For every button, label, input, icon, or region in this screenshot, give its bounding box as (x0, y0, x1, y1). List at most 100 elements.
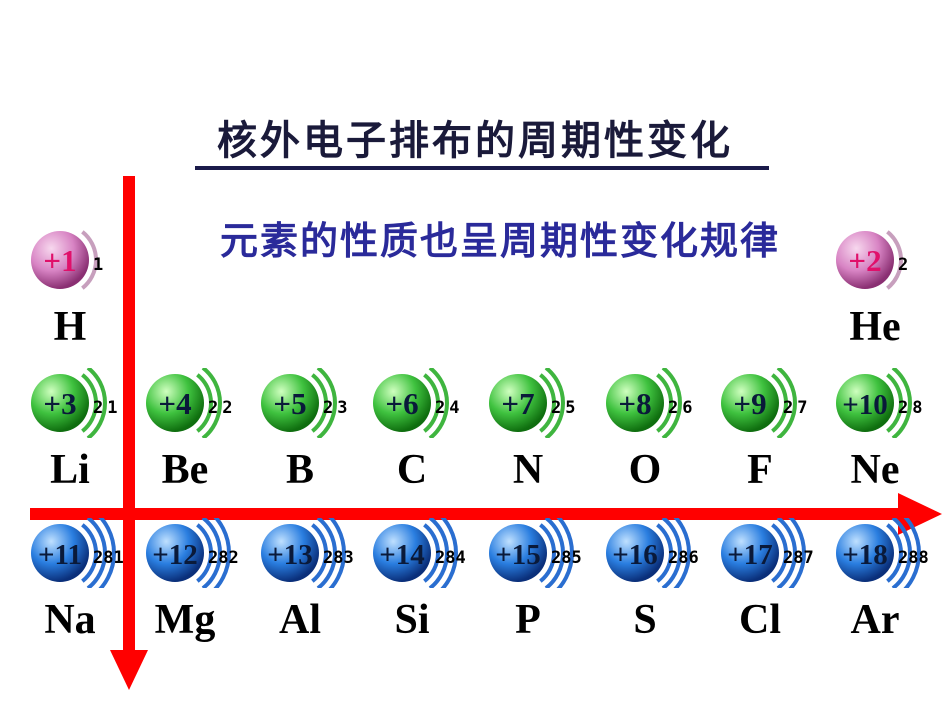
nuclear-charge: +12 (152, 539, 198, 571)
nuclear-charge: +9 (733, 386, 766, 421)
electron-shell-arc (556, 518, 574, 588)
atom-diagram: +4 22 (146, 368, 236, 438)
nuclear-charge: +14 (379, 539, 425, 571)
electron-shell-arc (539, 373, 556, 433)
electron-shell-arc (213, 518, 231, 588)
electron-counts: 26 (668, 398, 696, 418)
element-symbol: O (628, 447, 662, 493)
element-symbol: Ar (850, 597, 900, 643)
electron-shell-arc (196, 523, 213, 583)
element-symbol: Al (279, 597, 321, 643)
nucleus (489, 524, 547, 582)
electron-counts: 285 (551, 548, 582, 568)
electron-shell-arc (891, 518, 912, 588)
horizontal-arrow-shaft (30, 508, 905, 520)
atom-diagram: +12 282 (146, 518, 239, 588)
nucleus (31, 231, 89, 289)
nuclear-charge: +6 (385, 386, 418, 421)
element-symbol: B (285, 447, 314, 493)
nucleus (373, 374, 431, 432)
electron-shell-arc (81, 230, 98, 290)
nuclear-charge: +4 (158, 386, 191, 421)
electron-shell-arc (656, 373, 673, 433)
nucleus (606, 524, 664, 582)
electron-shell-arc (428, 518, 449, 588)
element-symbol: Si (394, 597, 430, 643)
electron-shell-arc (201, 368, 222, 438)
element-symbol: F (747, 447, 773, 493)
electron-counts: 25 (551, 398, 579, 418)
nucleus (721, 524, 779, 582)
electron-counts: 22 (208, 398, 236, 418)
electron-shell-arc (539, 523, 556, 583)
electron-shell-arc (440, 518, 458, 588)
element-symbol: S (633, 597, 657, 643)
element-symbol: Be (161, 447, 209, 493)
nucleus (261, 524, 319, 582)
electron-shell-arc (81, 523, 98, 583)
electron-shell-arc (428, 368, 449, 438)
nucleus (606, 374, 664, 432)
electron-counts: 24 (435, 398, 463, 418)
nucleus (261, 374, 319, 432)
nucleus (836, 231, 894, 289)
nucleus (31, 524, 89, 582)
nuclear-charge: +10 (842, 389, 888, 421)
element-symbol: Ne (850, 447, 900, 493)
nucleus (489, 374, 547, 432)
electron-shell-arc (316, 518, 337, 588)
electron-shell-arc (903, 518, 921, 588)
atom-diagram: +6 24 (373, 368, 463, 438)
electron-shell-arc (661, 518, 682, 588)
nuclear-charge: +1 (43, 243, 76, 278)
electron-shell-arc (673, 518, 691, 588)
electron-counts: 281 (93, 548, 124, 568)
nucleus (836, 374, 894, 432)
element-symbol: He (849, 304, 901, 350)
electron-shell-arc (776, 518, 797, 588)
electron-counts: 287 (783, 548, 814, 568)
atom-diagram: +11 281 (31, 518, 124, 588)
nuclear-charge: +8 (618, 386, 651, 421)
element-symbol: C (396, 447, 428, 493)
subtitle: 元素的性质也呈周期性变化规律 (219, 218, 780, 263)
electron-shell-arc (656, 523, 673, 583)
element-symbol: Cl (739, 597, 781, 643)
electron-counts: 286 (668, 548, 699, 568)
electron-shell-arc (316, 368, 337, 438)
nuclear-charge: +11 (38, 539, 82, 571)
electron-shell-arc (423, 523, 440, 583)
vertical-arrow-head (110, 650, 148, 690)
electron-shell-arc (788, 518, 806, 588)
electron-counts: 28 (898, 398, 926, 418)
element-symbol: Mg (154, 597, 216, 643)
electron-counts: 1 (93, 255, 107, 275)
electron-counts: 282 (208, 548, 239, 568)
electron-counts: 2 (898, 255, 912, 275)
nucleus (146, 524, 204, 582)
nucleus (836, 524, 894, 582)
electron-shell-arc (86, 368, 107, 438)
element-symbol: P (515, 597, 541, 643)
